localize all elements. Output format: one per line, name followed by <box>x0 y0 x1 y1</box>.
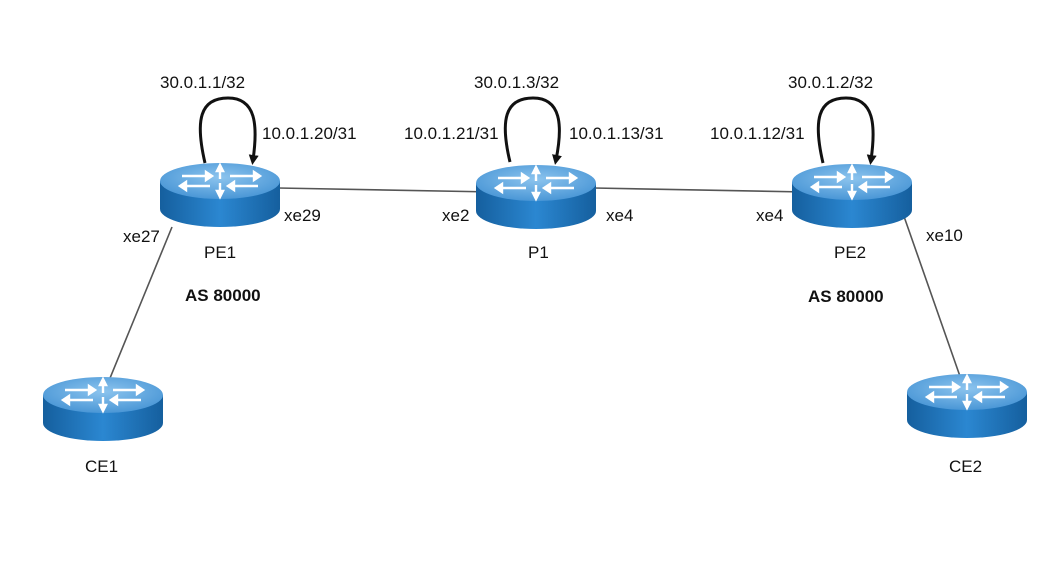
interface-label-pe2-xe10: xe10 <box>926 226 963 245</box>
link-pe1-p1 <box>277 187 495 193</box>
ip-label-p1-pe2-a: 10.0.1.13/31 <box>569 124 664 143</box>
router-pe2[interactable] <box>790 162 914 230</box>
router-p1[interactable] <box>474 163 598 231</box>
loopback-label-p1: 30.0.1.3/32 <box>474 73 560 92</box>
interface-label-pe1-xe27: xe27 <box>123 227 160 246</box>
loopback-arrow-pe2 <box>816 96 877 165</box>
as-label-pe1: AS 80000 <box>185 286 261 305</box>
interface-label-pe1-xe29: xe29 <box>284 206 321 225</box>
loopback-label-pe2: 30.0.1.2/32 <box>788 73 874 92</box>
loopback-label-pe1: 30.0.1.1/32 <box>160 73 246 92</box>
ip-label-pe1-p1-a: 10.0.1.20/31 <box>262 124 357 143</box>
node-label-p1: P1 <box>528 243 549 262</box>
ip-label-p1-pe2-b: 10.0.1.12/31 <box>710 124 805 143</box>
loopback-arrow-p1 <box>503 96 562 165</box>
as-label-pe2: AS 80000 <box>808 287 884 306</box>
node-label-ce1: CE1 <box>85 457 119 476</box>
loopback-arrow-pe1 <box>198 96 259 165</box>
link-pe1-ce1 <box>107 226 173 384</box>
interface-label-p1-xe4: xe4 <box>606 206 634 225</box>
interface-label-pe2-xe4: xe4 <box>756 206 784 225</box>
router-pe1[interactable] <box>158 161 282 229</box>
router-ce2[interactable] <box>905 372 1029 440</box>
router-ce1[interactable] <box>41 375 165 443</box>
link-pe2-ce2 <box>899 204 963 383</box>
link-p1-pe2 <box>593 187 807 193</box>
interface-label-p1-xe2: xe2 <box>442 206 470 225</box>
node-label-ce2: CE2 <box>949 457 983 476</box>
node-label-pe2: PE2 <box>834 243 867 262</box>
node-label-pe1: PE1 <box>204 243 237 262</box>
ip-label-pe1-p1-b: 10.0.1.21/31 <box>404 124 499 143</box>
